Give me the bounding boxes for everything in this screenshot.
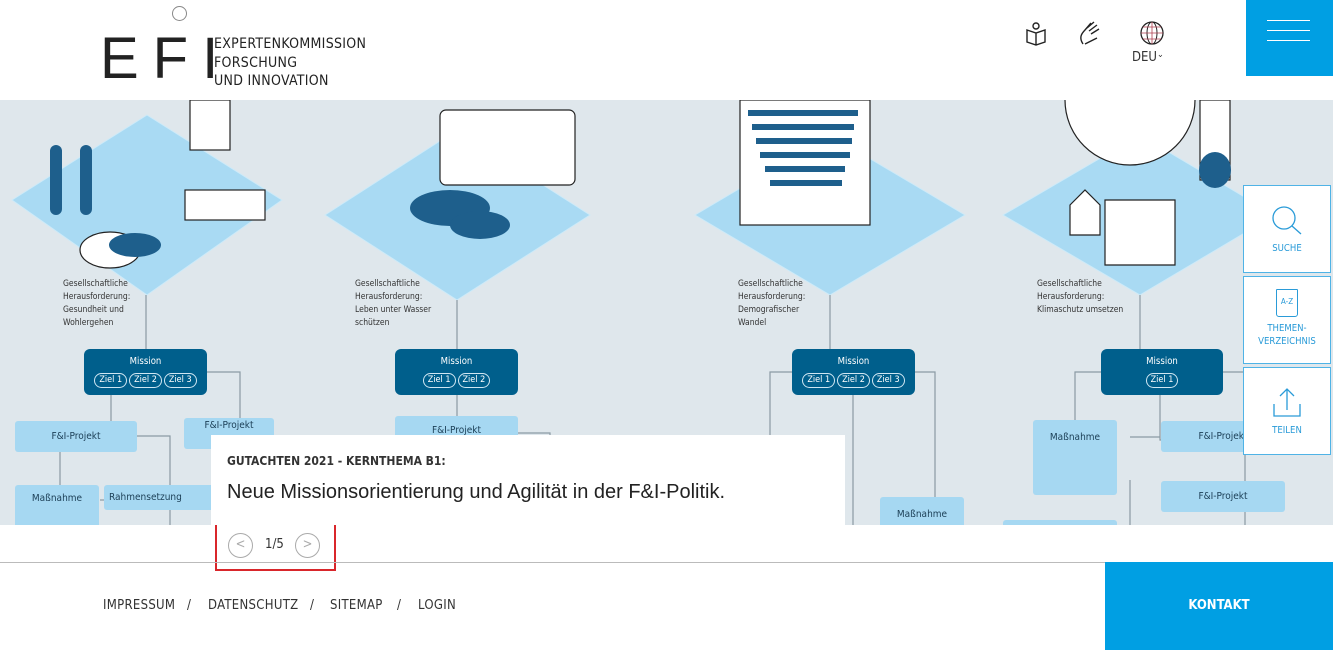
mission-label: Mission bbox=[837, 356, 870, 367]
framework-box: Rahmensetzung bbox=[104, 485, 224, 510]
caption-line: Gesellschaftliche bbox=[1037, 279, 1102, 289]
box-partial bbox=[1003, 520, 1117, 525]
caption-line: Wandel bbox=[738, 318, 767, 328]
project-box: F&I-Projekt bbox=[15, 421, 137, 452]
goal-pill: Ziel 1 bbox=[802, 373, 836, 388]
goal-pill: Ziel 2 bbox=[837, 373, 870, 388]
goal-pill: Ziel 1 bbox=[422, 373, 456, 388]
topic-index-label: THEMEN- VERZEICHNIS bbox=[1258, 323, 1316, 347]
mission-label: Mission bbox=[129, 356, 162, 367]
measure-box: Maßnahme bbox=[880, 497, 964, 525]
caption-line: Gesellschaftliche bbox=[63, 279, 128, 289]
next-slide-button[interactable]: > bbox=[295, 533, 320, 558]
slide-title[interactable]: Neue Missionsorientierung und Agilität i… bbox=[227, 481, 726, 503]
share-button[interactable]: TEILEN bbox=[1243, 367, 1331, 455]
hamburger-line bbox=[1267, 40, 1310, 41]
goal-pill: Ziel 1 bbox=[94, 373, 128, 388]
logo-line: EXPERTENKOMMISSION bbox=[214, 36, 367, 52]
project-box: F&I-Projekt bbox=[1161, 481, 1285, 512]
globe-icon[interactable] bbox=[1139, 20, 1165, 46]
footer-link-impressum[interactable]: IMPRESSUM bbox=[103, 598, 176, 613]
hamburger-icon bbox=[1267, 20, 1310, 21]
goal-pill: Ziel 3 bbox=[871, 373, 905, 388]
logo-mark[interactable]: EFI bbox=[100, 26, 233, 91]
caption-line: Herausforderung: bbox=[1037, 292, 1105, 302]
caption-line: Demografischer bbox=[738, 305, 800, 315]
goal-pill: Ziel 3 bbox=[163, 373, 197, 388]
share-label: TEILEN bbox=[1272, 425, 1302, 436]
caption-line: Gesellschaftliche bbox=[355, 279, 420, 289]
caption-line: Herausforderung: bbox=[63, 292, 131, 302]
footer-separator: / bbox=[397, 598, 402, 613]
caption-line: Gesellschaftliche bbox=[738, 279, 803, 289]
book-icon: A-Z bbox=[1276, 289, 1298, 317]
search-label: SUCHE bbox=[1272, 243, 1302, 254]
language-selector[interactable]: DEU⌄ bbox=[1132, 50, 1164, 65]
language-label: DEU bbox=[1132, 50, 1157, 65]
mission-label: Mission bbox=[440, 356, 473, 367]
logo-line: UND INNOVATION bbox=[214, 73, 329, 89]
goal-pill: Ziel 2 bbox=[129, 373, 162, 388]
goal-pill: Ziel 1 bbox=[1145, 373, 1179, 388]
mission-box: Mission Ziel 1 bbox=[1101, 349, 1223, 395]
contact-button[interactable]: KONTAKT bbox=[1105, 562, 1333, 650]
footer-link-login[interactable]: LOGIN bbox=[418, 598, 457, 613]
menu-button[interactable] bbox=[1246, 0, 1333, 76]
goal-pill: Ziel 2 bbox=[457, 373, 491, 388]
topic-index-button[interactable]: A-Z THEMEN- VERZEICHNIS bbox=[1243, 276, 1331, 364]
measure-box: Maßnahme bbox=[15, 485, 99, 525]
prev-slide-button[interactable]: < bbox=[228, 533, 253, 558]
footer-separator: / bbox=[310, 598, 315, 613]
footer-separator: / bbox=[187, 598, 192, 613]
footer-link-sitemap[interactable]: SITEMAP bbox=[330, 598, 383, 613]
hamburger-line bbox=[1267, 30, 1310, 31]
slide-caption-card: GUTACHTEN 2021 - KERNTHEMA B1: Neue Miss… bbox=[211, 435, 845, 525]
caption-line: Herausforderung: bbox=[738, 292, 806, 302]
logo-dot bbox=[172, 6, 187, 21]
search-icon bbox=[1272, 206, 1302, 235]
chevron-down-icon: ⌄ bbox=[1156, 50, 1164, 60]
search-button[interactable]: SUCHE bbox=[1243, 185, 1331, 273]
caption-line: schützen bbox=[355, 318, 390, 328]
caption-line: Herausforderung: bbox=[355, 292, 423, 302]
sign-language-icon[interactable] bbox=[1077, 20, 1103, 46]
logo-text[interactable]: EXPERTENKOMMISSION FORSCHUNG UND INNOVAT… bbox=[214, 35, 366, 91]
caption-line: Gesundheit und bbox=[63, 305, 124, 315]
caption-line: Leben unter Wasser bbox=[355, 305, 432, 315]
easy-language-icon[interactable] bbox=[1023, 20, 1049, 46]
arrow-left-icon: < bbox=[235, 537, 246, 552]
mission-label: Mission bbox=[1146, 356, 1178, 367]
arrow-right-icon: > bbox=[302, 537, 313, 552]
illustration-platforms bbox=[11, 100, 1276, 525]
header: EFI EXPERTENKOMMISSION FORSCHUNG UND INN… bbox=[0, 0, 1333, 100]
measure-box: Maßnahme bbox=[1033, 420, 1117, 495]
caption-line: Wohlergehen bbox=[63, 318, 114, 328]
footer-link-datenschutz[interactable]: DATENSCHUTZ bbox=[208, 598, 299, 613]
logo-line: FORSCHUNG bbox=[214, 54, 298, 71]
footer-divider bbox=[0, 562, 1105, 563]
slide-counter: 1/5 bbox=[265, 537, 284, 552]
book-icon-text: A-Z bbox=[1280, 297, 1294, 306]
slide-kicker: GUTACHTEN 2021 - KERNTHEMA B1: bbox=[227, 454, 446, 468]
caption-line: Klimaschutz umsetzen bbox=[1037, 305, 1124, 315]
share-icon bbox=[1273, 388, 1301, 417]
